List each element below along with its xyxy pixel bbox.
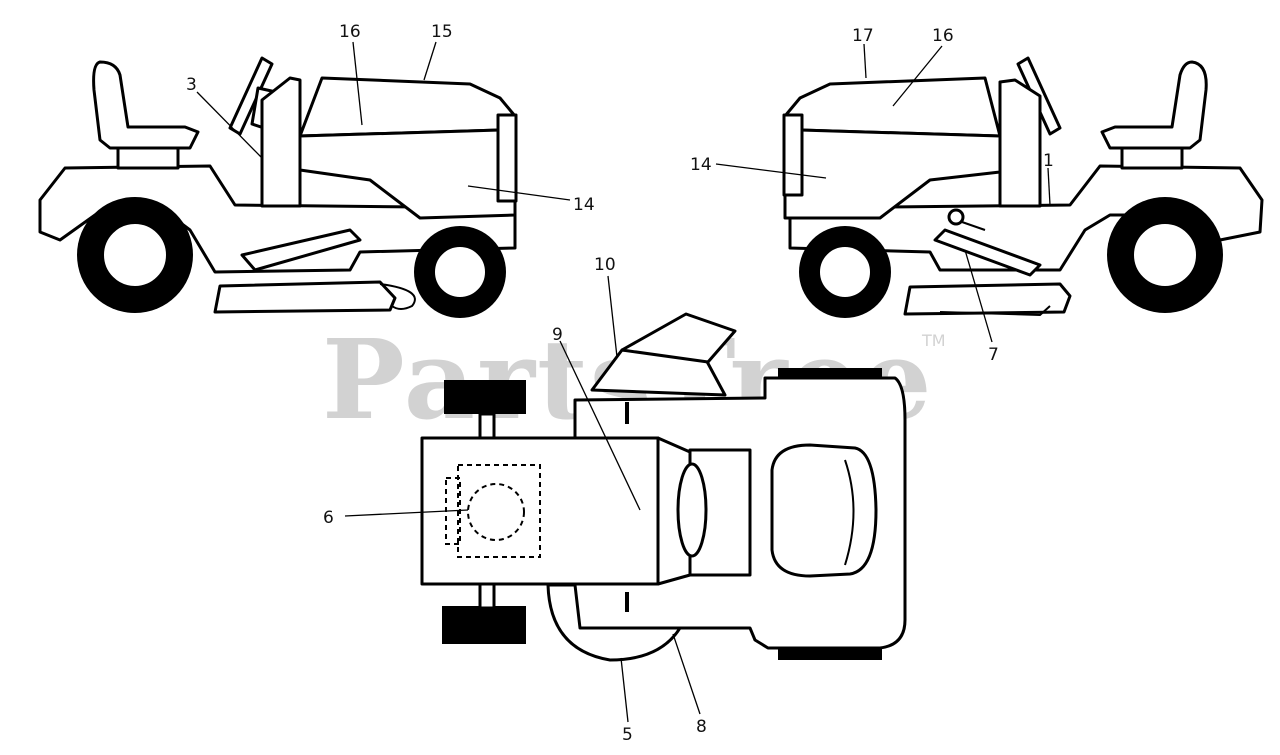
grille-right <box>782 113 804 197</box>
rear-tire-top-lower <box>442 606 526 644</box>
callout-16-left: 16 <box>339 22 361 42</box>
callout-8: 8 <box>696 717 707 737</box>
console-dial-top <box>676 462 708 558</box>
steering-wheel-top <box>620 312 737 364</box>
leader-lines <box>196 41 1051 723</box>
grille-left <box>496 113 518 203</box>
callout-3: 3 <box>186 75 197 95</box>
callout-1: 1 <box>1043 151 1054 171</box>
deck-belt-right <box>939 305 1051 317</box>
rear-bag-bulge-top <box>546 583 682 662</box>
dash-panel-right <box>998 78 1042 208</box>
callout-16-right: 16 <box>932 26 954 46</box>
seat-right <box>1100 60 1208 150</box>
deck-belt-guard-left <box>379 283 416 310</box>
hood-top-right <box>783 76 1002 138</box>
deck-lift-lever-right <box>933 228 1042 277</box>
seat-base-left <box>116 146 180 170</box>
seat-base-right <box>1120 146 1184 170</box>
callout-labels: 16 15 3 14 17 16 14 1 7 10 9 6 5 8 <box>186 22 1054 745</box>
hood-top-left <box>298 76 517 138</box>
seat-left <box>92 60 200 150</box>
callout-15: 15 <box>431 22 453 42</box>
dash-panel-left <box>260 76 302 208</box>
fender-body-left <box>38 164 517 274</box>
steering-wheel-left <box>228 56 274 136</box>
tractor-top-view <box>420 312 907 662</box>
watermark-trademark: TM <box>921 331 946 350</box>
tractor-left-side-view <box>38 56 518 318</box>
callout-14-right: 14 <box>690 155 712 175</box>
callout-7: 7 <box>988 345 999 365</box>
mower-deck-left <box>213 280 397 314</box>
lever-knob-right <box>947 208 965 226</box>
callout-14-left: 14 <box>573 195 595 215</box>
engine-hood-top <box>770 443 878 578</box>
callout-17: 17 <box>852 26 874 46</box>
callout-9: 9 <box>552 325 563 345</box>
tractor-right-side-view <box>782 56 1264 318</box>
rear-tire-top-upper <box>444 380 526 414</box>
front-tire-top-lower <box>778 648 882 660</box>
callout-5: 5 <box>622 725 633 745</box>
deck-lift-lever-left <box>240 228 362 272</box>
callout-6: 6 <box>323 508 334 528</box>
mower-deck-right <box>903 282 1072 316</box>
callout-10: 10 <box>594 255 616 275</box>
